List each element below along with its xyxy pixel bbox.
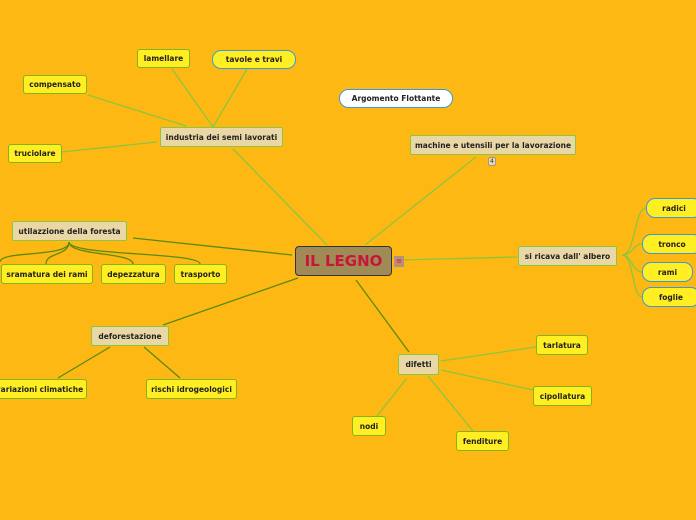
- topic-machine[interactable]: machine e utensili per la lavorazione: [410, 135, 576, 155]
- collapsed-count-badge[interactable]: 4: [488, 157, 496, 166]
- subtopic-nodi[interactable]: nodi: [352, 416, 386, 436]
- subtopic-trasporto[interactable]: trasporto: [174, 264, 227, 284]
- topic-albero[interactable]: si ricava dall' albero: [518, 246, 617, 266]
- central-topic[interactable]: IL LEGNO: [295, 246, 392, 276]
- subtopic-depezzatura[interactable]: depezzatura: [101, 264, 166, 284]
- subtopic-rami[interactable]: rami: [642, 262, 693, 282]
- subtopic-truciolare[interactable]: truciolare: [8, 144, 62, 163]
- subtopic-sramatura[interactable]: sramatura dei rami: [1, 264, 93, 284]
- subtopic-compensato[interactable]: compensato: [23, 75, 87, 94]
- subtopic-variazioni-climatiche[interactable]: variazioni climatiche: [0, 379, 87, 399]
- subtopic-cipollatura[interactable]: cipollatura: [533, 386, 592, 406]
- subtopic-tavole-e-travi[interactable]: tavole e travi: [212, 50, 296, 69]
- subtopic-rischi-idrogeologici[interactable]: rischi idrogeologici: [146, 379, 237, 399]
- subtopic-foglie[interactable]: foglie: [642, 287, 696, 307]
- topic-difetti[interactable]: difetti: [398, 354, 439, 375]
- subtopic-lamellare[interactable]: lamellare: [137, 49, 190, 68]
- subtopic-tronco[interactable]: tronco: [642, 234, 696, 254]
- subtopic-tarlatura[interactable]: tarlatura: [536, 335, 588, 355]
- topic-industria[interactable]: industria dei semi lavorati: [160, 127, 283, 147]
- subtopic-fenditure[interactable]: fenditure: [456, 431, 509, 451]
- notes-icon[interactable]: ≡: [394, 256, 404, 267]
- topic-deforestazione[interactable]: deforestazione: [91, 326, 169, 346]
- topic-foresta[interactable]: utilazzione della foresta: [12, 221, 127, 241]
- subtopic-radici[interactable]: radici: [646, 198, 696, 218]
- floating-topic[interactable]: Argomento Flottante: [339, 89, 453, 108]
